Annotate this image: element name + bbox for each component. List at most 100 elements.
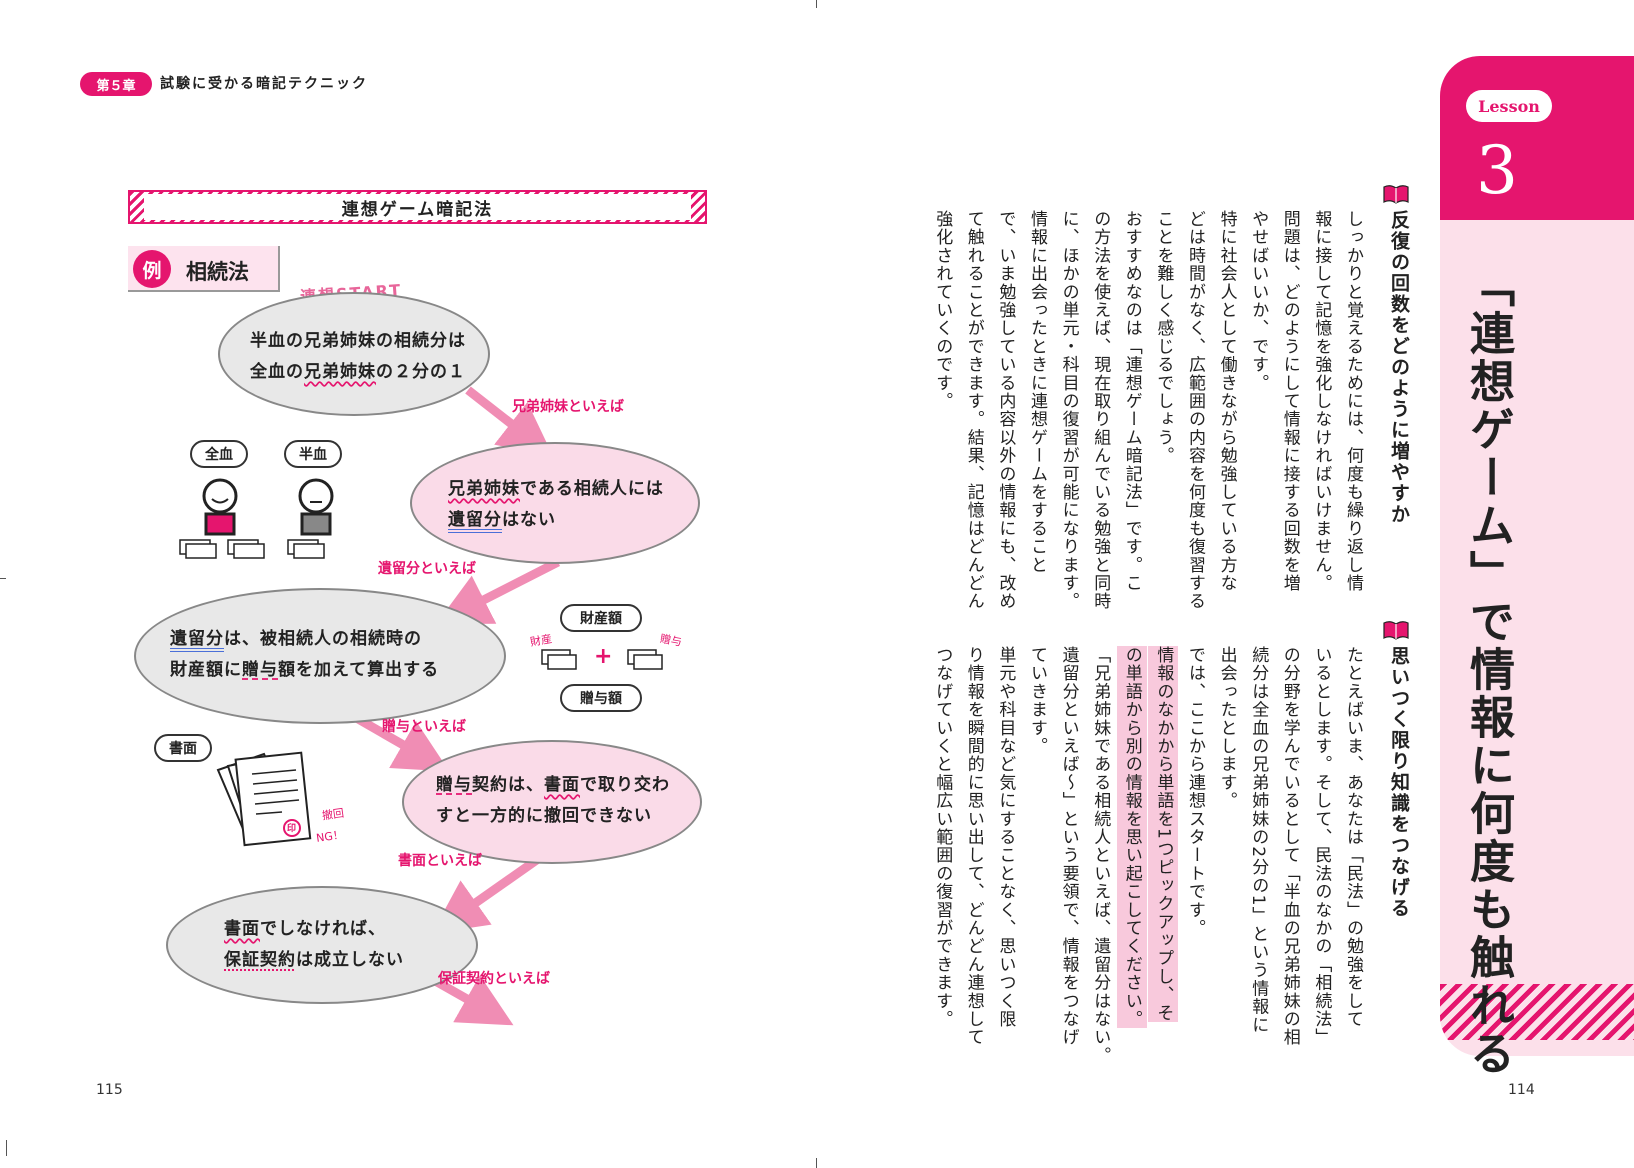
s2-column: ていきます。 [1027, 646, 1047, 756]
sibling-figures-illustration [179, 478, 334, 559]
example-title: 相続法 [186, 260, 249, 284]
bubble-3-line-2: 財産額に贈与額を加えて算出する [170, 655, 439, 686]
section-title-bar: 連想ゲーム暗記法 [128, 190, 707, 224]
half-blood-label: 半血 [284, 440, 342, 468]
bubble-1-text-c: の２分の１ [376, 362, 466, 382]
page-number-right: 114 [1508, 1082, 1535, 1098]
s2-column: の分野を学んでいるとして「半血の兄弟姉妹の相 [1279, 646, 1300, 1047]
arrow-5-label: 保証契約といえば [438, 971, 550, 987]
bubble-3-keyword-2: 贈与 [242, 660, 278, 680]
s1-column: やせばいいか、です。 [1248, 210, 1269, 392]
crop-mark [0, 578, 6, 579]
arrow-1 [465, 386, 554, 457]
bubble-5-keyword: 書面 [224, 919, 260, 939]
bubble-3-line-1: 遺留分は、被相続人の相続時の [170, 624, 439, 655]
s1-column: 強化されていくのです。 [932, 210, 953, 411]
bubble-1-text-a: 半血の兄弟姉妹の相続分は [250, 331, 466, 351]
bubble-4 [402, 740, 702, 864]
bubble-5-keyword-2: 保証契約 [224, 950, 296, 970]
s1-column: の方法を使えば、現在取り組んでいる勉強と同時 [1090, 210, 1111, 611]
bubble-1-keyword: 兄弟姉妹 [304, 362, 376, 382]
s1-column: 特に社会人として働きながら勉強している方な [1216, 210, 1237, 593]
arrow-5 [427, 974, 514, 1026]
s2-column: 出会ったとします。 [1216, 646, 1237, 810]
s1-column: 問題は、どのようにして情報に接する回数を増 [1279, 210, 1300, 593]
s2-column: 情報のなかから単語を1つピックアップし、そ [1148, 646, 1179, 1023]
bubble-2-line-2: 遺留分はない [448, 505, 664, 536]
bubble-1-text-b: 全血の [250, 362, 304, 382]
lesson-tab-stripe [1440, 984, 1634, 1040]
bubble-4-text-a: 契約は、 [472, 775, 544, 795]
section-title: 連想ゲーム暗記法 [144, 194, 691, 220]
lesson-tab-header: Lesson 3 [1440, 56, 1634, 220]
s1-column: おすすめなのは「連想ゲーム暗記法」です。こ [1121, 210, 1142, 593]
bubble-5 [166, 886, 478, 1004]
gift-amount-label: 贈与額 [560, 684, 642, 712]
s1-column: しっかりと覚えるためには、何度も繰り返し情 [1343, 210, 1363, 593]
bubble-3-text-c: 額を加えて算出する [278, 660, 440, 680]
s1-column: 情報に出会ったときに連想ゲームをすること [1027, 210, 1047, 574]
bubble-3-text: 遺留分は、被相続人の相続時の 財産額に贈与額を加えて算出する [170, 624, 439, 686]
bubble-5-text-a: でしなければ、 [260, 919, 386, 939]
bubble-3-text-a: は、被相続人の相続時の [224, 629, 422, 649]
s2-column: の単語から別の情報を思い起こしてください。 [1116, 646, 1147, 1029]
book-icon [1383, 621, 1409, 640]
page-number-left: 115 [96, 1082, 123, 1098]
s2-column: たとえばいま、あなたは「民法」の勉強をして [1343, 646, 1363, 1029]
bubble-1-line-2: 全血の兄弟姉妹の２分の１ [250, 357, 466, 388]
book-icon [1383, 185, 1409, 204]
document-label: 書面 [154, 734, 212, 762]
bubble-4-text: 贈与契約は、書面で取り交わ すと一方的に撤回できない [436, 770, 670, 832]
arrow-3-label: 贈与といえば [382, 719, 466, 735]
chapter-badge: 第５章 [80, 72, 152, 96]
bubble-1 [218, 292, 490, 416]
full-blood-person-icon [202, 478, 238, 536]
s2-column: 単元や科目など気にすることなく、思いつく限 [995, 646, 1016, 1029]
bubble-2-keyword-2: 遺留分 [448, 510, 502, 530]
example-mark: 例 [133, 250, 171, 288]
contract-document-icon [216, 751, 312, 847]
bubble-4-line-1: 贈与契約は、書面で取り交わ [436, 770, 670, 801]
bubble-1-line-1: 半血の兄弟姉妹の相続分は [250, 326, 466, 357]
s1-column: で、いま勉強している内容以外の情報にも、改め [995, 210, 1016, 611]
money-stack-icon [541, 649, 663, 670]
seal-stamp: 印 [287, 824, 297, 834]
crop-mark [816, 1158, 817, 1168]
bubble-5-line-1: 書面でしなければ、 [224, 914, 404, 945]
s2-column: つなげていくと幅広い範囲の復習ができます。 [932, 646, 953, 1029]
chapter-title: 試験に受かる暗記テクニック [160, 76, 368, 92]
bubble-2-text-b: はない [502, 510, 556, 530]
bubble-5-text: 書面でしなければ、 保証契約は成立しない [224, 914, 404, 976]
bubble-2-text-a: である相続人には [520, 479, 664, 499]
s2-column: り情報を瞬間的に思い出して、どんどん連想して [963, 646, 984, 1047]
s2-column: 続分は全血の兄弟姉妹の2分の1」という情報に [1248, 646, 1269, 1035]
section-2-heading: 思いつく限り知識をつなげる [1388, 646, 1410, 919]
bubble-2-text: 兄弟姉妹である相続人には 遺留分はない [448, 474, 664, 536]
money-stack-icon [179, 539, 325, 559]
bubble-4-line-2: すと一方的に撤回できない [436, 801, 670, 832]
asset-amount-label: 財産額 [560, 604, 642, 632]
bubble-2-line-1: 兄弟姉妹である相続人には [448, 474, 664, 505]
lesson-title: 「連想ゲーム」で情報に何度も触れる [1462, 262, 1515, 1078]
bubble-2-keyword: 兄弟姉妹 [448, 479, 520, 499]
revoke-note-1: 撤回 [321, 806, 345, 823]
bubble-4-text-c: すと一方的に撤回できない [436, 806, 652, 826]
half-blood-person-icon [298, 478, 334, 536]
money-stacks-illustration [541, 649, 663, 670]
s2-column: いるとします。そして、民法のなかの「相続法」 [1311, 646, 1332, 1047]
bubble-4-keyword: 贈与 [436, 775, 472, 795]
bubble-3-keyword: 遺留分 [170, 629, 224, 649]
lesson-number: 3 [1476, 132, 1518, 209]
lesson-tab: Lesson 3 [1440, 56, 1634, 1056]
bubble-1-text: 半血の兄弟姉妹の相続分は 全血の兄弟姉妹の２分の１ [250, 326, 466, 388]
bubble-4-keyword-2: 書面 [544, 775, 580, 795]
bubble-5-line-2: 保証契約は成立しない [224, 945, 404, 976]
bubble-5-text-b: は成立しない [296, 950, 404, 970]
s2-column: 「兄弟姉妹である相続人といえば、遺留分はない。 [1090, 646, 1111, 1065]
arrow-2-label: 遺留分といえば [378, 561, 476, 577]
s1-column: ことを難しく感じるでしょう。 [1153, 210, 1174, 465]
crop-mark [816, 0, 817, 8]
crop-mark [6, 1140, 7, 1156]
s1-column: 報に接して記憶を強化しなければいけません。 [1311, 210, 1332, 593]
plus-icon: + [594, 644, 613, 669]
